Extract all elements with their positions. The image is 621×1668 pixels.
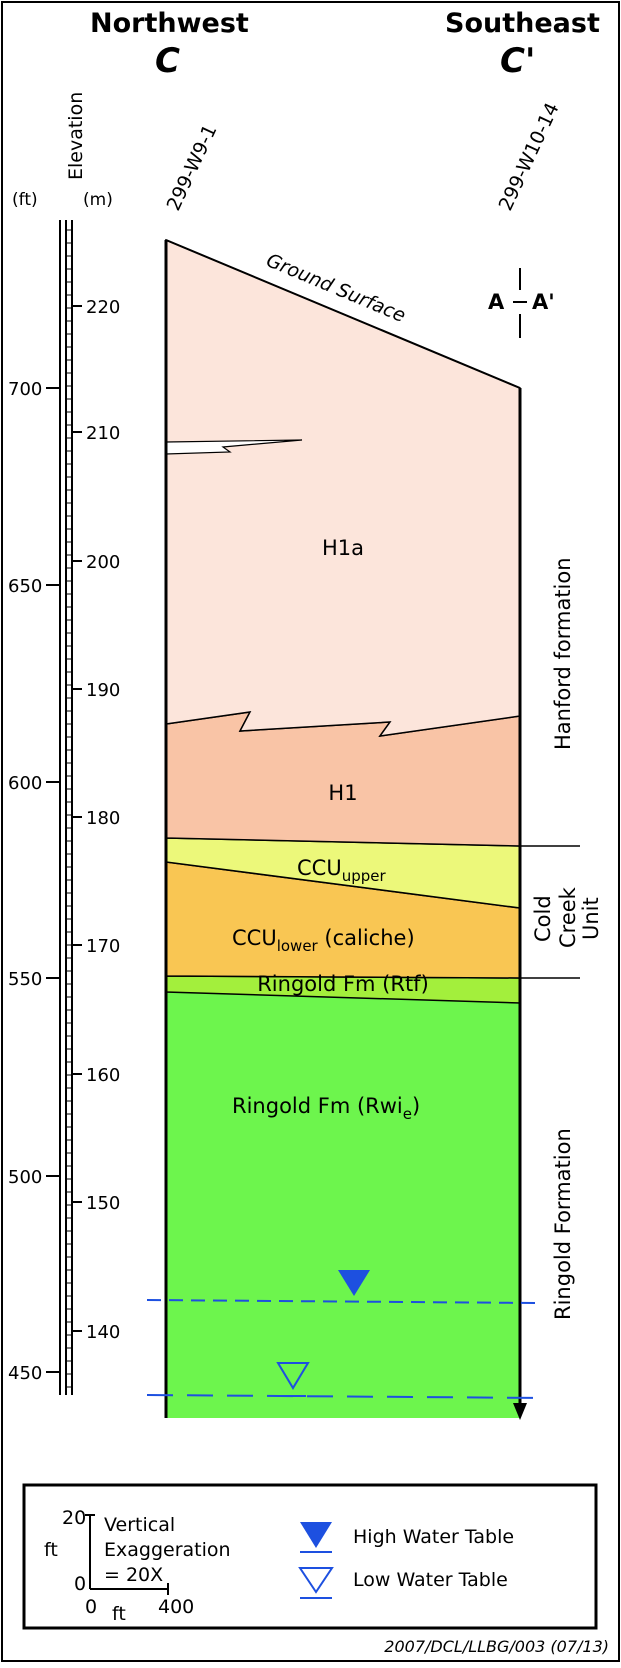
legend-horizontal-max: 400 [158,1596,194,1618]
legend-exaggeration-line1: Vertical [104,1514,175,1536]
m-tick-200: 200 [86,552,120,573]
low-water-table-symbol [276,1362,310,1390]
label-ccu-lower: CCUlower (caliche) [232,926,415,955]
legend-high-water-label: High Water Table [353,1526,514,1548]
northwest-label: Northwest [90,8,249,39]
ft-tick-550: 550 [8,969,42,990]
m-tick-140: 140 [86,1322,120,1343]
m-tick-210: 210 [86,423,120,444]
section-a-marker: A A' [488,268,555,338]
m-tick-180: 180 [86,808,120,829]
ft-unit-label: (ft) [12,190,38,210]
side-label-hanford: Hanford formation [551,557,575,750]
elevation-ruler [59,220,73,1395]
legend-horizontal-zero: 0 [85,1596,97,1618]
legend-vertical-top: 20 [62,1507,86,1529]
section-a-label: A [488,290,505,314]
layer-h1 [165,711,521,847]
ft-tick-600: 600 [8,773,42,794]
ft-axis-ticks: 700 650 600 550 500 450 [8,379,60,1384]
high-water-table-symbol [338,1270,370,1296]
legend-high-water-icon [300,1522,332,1548]
m-unit-label: (m) [83,190,113,210]
m-tick-150: 150 [86,1193,120,1214]
m-tick-170: 170 [86,936,120,957]
legend-vertical-unit: ft [44,1539,58,1561]
low-water-table-line [146,1394,546,1399]
legend-box [22,1483,598,1630]
elevation-axis-title: Elevation [65,92,87,180]
m-axis-ticks: 220 210 200 190 180 170 160 150 140 [72,297,120,1343]
geologic-layers [164,238,527,1420]
legend-low-water-label: Low Water Table [353,1569,508,1591]
figure-credit: 2007/DCL/LLBG/003 (07/13) [384,1637,609,1656]
side-label-cold: Cold [531,895,555,942]
section-a-prime-label: A' [532,290,555,314]
label-h1a: H1a [322,536,364,560]
ft-tick-500: 500 [8,1167,42,1188]
southeast-label: Southeast [445,8,600,39]
legend-horizontal-unit: ft [112,1603,126,1625]
side-label-unit: Unit [579,897,603,940]
ft-tick-450: 450 [8,1363,42,1384]
label-rwie: Ringold Fm (Rwie) [232,1094,420,1123]
ft-tick-650: 650 [8,576,42,597]
water-tables [146,1270,546,1399]
ground-surface-line [165,239,521,389]
legend-exaggeration-line3: = 20X [104,1564,163,1586]
legend-origin: 0 [74,1573,86,1595]
section-end-letter: C' [500,41,535,81]
legend-exaggeration-line2: Exaggeration [104,1539,231,1561]
legend-low-water-icon [298,1567,334,1594]
m-tick-220: 220 [86,297,120,318]
ft-tick-700: 700 [8,379,42,400]
m-tick-160: 160 [86,1065,120,1086]
m-tick-190: 190 [86,680,120,701]
label-ccu-upper: CCUupper [297,856,386,885]
label-rtf: Ringold Fm (Rtf) [257,972,429,996]
ruler-minor-ticks [66,229,72,1388]
side-label-ringold: Ringold Formation [551,1128,575,1320]
legend: 20 ft 0 0 ft 400 Vertical Exaggeration =… [22,1483,598,1630]
section-start-letter: C [155,41,180,81]
label-h1: H1 [328,781,357,805]
well-line-right-arrowhead [513,1403,527,1420]
layer-rwie [166,992,520,1418]
side-label-creek: Creek [556,886,580,948]
